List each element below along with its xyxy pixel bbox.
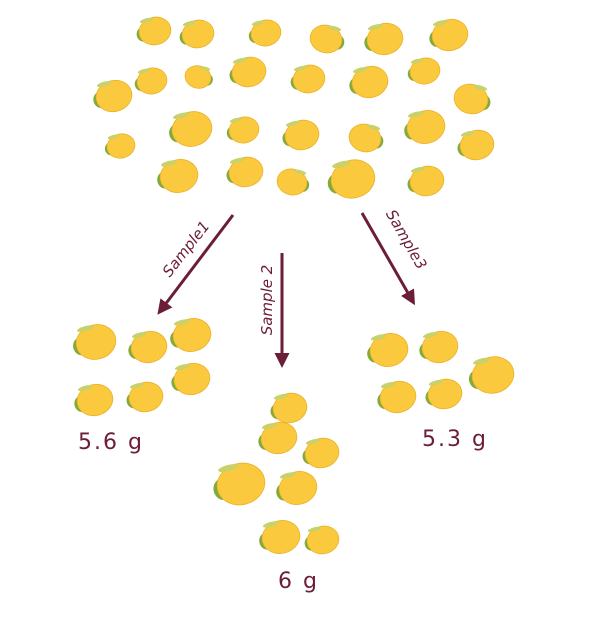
lemon-icon — [179, 19, 215, 49]
lemon-icon — [93, 79, 133, 113]
lemon-icon — [170, 318, 212, 352]
lemon-icon — [248, 19, 282, 47]
lemon-icon — [419, 330, 459, 364]
lemon-icon — [74, 383, 114, 417]
lemon-icon — [457, 129, 495, 161]
lemon-icon — [258, 421, 298, 455]
sample-1-group — [73, 318, 212, 417]
sample-arrows — [157, 212, 415, 368]
arrow-icon — [360, 212, 415, 306]
sample-3-group — [367, 330, 515, 414]
lemon-icon — [364, 22, 404, 56]
lemon-icon — [226, 156, 264, 188]
lemon-icon — [304, 525, 340, 555]
lemon-icon — [468, 356, 515, 394]
sample-2-label: Sample 2 — [258, 265, 276, 336]
lemon-icon — [425, 378, 463, 410]
lemon-icon — [429, 18, 469, 52]
lemon-population — [93, 16, 495, 199]
lemon-icon — [276, 471, 318, 505]
lemon-icon — [290, 64, 326, 94]
lemon-icon — [453, 83, 491, 115]
lemon-icon — [302, 437, 340, 469]
lemon-icon — [171, 362, 211, 396]
sample-1-weight: 5.6 g — [78, 430, 144, 455]
sample-1-label: Sample1 — [159, 217, 214, 280]
lemon-icon — [73, 324, 117, 360]
lemon-icon — [276, 168, 310, 196]
arrow-icon — [157, 214, 235, 315]
lemon-icon — [213, 462, 266, 506]
sample-2-weight: 6 g — [278, 569, 319, 594]
sample-2-group — [213, 392, 340, 555]
sample-3-weight: 5.3 g — [422, 427, 488, 452]
lemon-icon — [136, 16, 172, 46]
lemon-icon — [157, 159, 199, 193]
lemon-icon — [226, 116, 260, 144]
lemon-icon — [229, 56, 267, 88]
lemon-icon — [327, 159, 376, 199]
lemon-icon — [377, 380, 417, 414]
lemon-icon — [126, 381, 164, 413]
lemon-icon — [184, 65, 213, 89]
lemon-icon — [349, 65, 389, 99]
lemon-icon — [407, 165, 445, 197]
lemon-icon — [348, 123, 384, 153]
lemon-icon — [309, 24, 345, 54]
lemon-icon — [259, 520, 301, 554]
lemon-icon — [407, 57, 441, 85]
lemon-icon — [128, 330, 168, 364]
lemon-icon — [134, 67, 168, 95]
lemon-icon — [104, 133, 136, 159]
lemon-icon — [367, 333, 409, 367]
lemon-icon — [169, 111, 213, 147]
lemon-icon — [404, 110, 446, 144]
lemon-icon — [270, 392, 308, 424]
lemon-icon — [282, 119, 320, 151]
